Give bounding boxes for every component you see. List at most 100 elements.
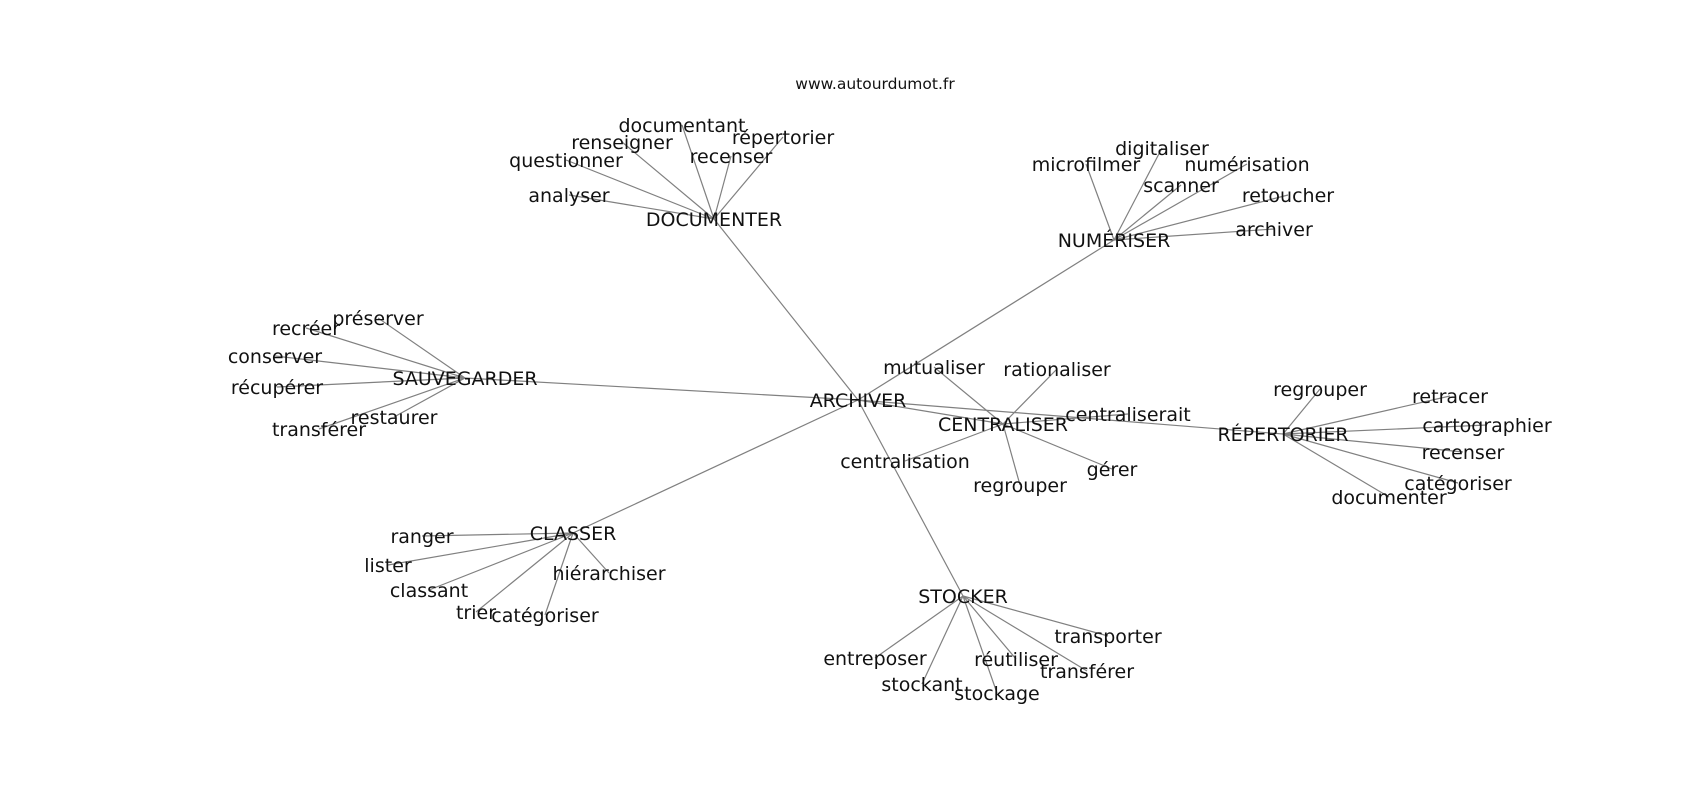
edge-group-to-word xyxy=(1002,368,1058,425)
group-node: DOCUMENTER xyxy=(646,209,782,231)
word-node: restaurer xyxy=(350,407,437,429)
edge-group-to-word xyxy=(318,377,466,430)
word-node: transporter xyxy=(1054,626,1161,648)
word-node: renseigner xyxy=(571,132,673,154)
word-node: stockant xyxy=(881,674,962,696)
edge-group-to-word xyxy=(962,595,1088,672)
word-node: questionner xyxy=(509,150,623,172)
word-node: transférer xyxy=(1040,661,1134,683)
edge-group-to-word xyxy=(962,595,998,694)
edge-group-to-word xyxy=(1282,433,1464,453)
word-node: lister xyxy=(364,555,412,577)
word-node: répertorier xyxy=(732,127,834,149)
word-node: retoucher xyxy=(1242,185,1334,207)
edge-group-to-word xyxy=(568,194,715,220)
word-node: retracer xyxy=(1412,386,1488,408)
edge-group-to-word xyxy=(305,327,466,379)
word-node: centraliserait xyxy=(1065,404,1190,426)
word-node: catégoriser xyxy=(491,605,599,627)
word-node: gérer xyxy=(1087,459,1138,481)
edge-group-to-word xyxy=(921,595,964,685)
center-node: ARCHIVER xyxy=(810,390,907,412)
edge-group-to-word xyxy=(475,532,574,613)
edge-group-to-word xyxy=(1282,424,1488,435)
edge-group-to-word xyxy=(1282,388,1321,435)
group-node: SAUVEGARDER xyxy=(392,368,537,390)
edge-group-to-word xyxy=(1113,163,1248,241)
word-node: mutualiser xyxy=(883,357,985,379)
edge-group-to-word xyxy=(681,124,715,220)
edge-group-to-word xyxy=(713,155,732,220)
word-node: regrouper xyxy=(1273,379,1367,401)
edge-group-to-word xyxy=(962,595,1109,637)
word-node: préserver xyxy=(332,308,423,330)
word-node: recenser xyxy=(690,146,773,168)
edge-group-to-word xyxy=(1113,184,1182,241)
edge-center-to-group xyxy=(572,399,859,534)
edge-group-to-word xyxy=(1282,433,1390,498)
edge-group-to-word xyxy=(428,532,574,591)
edge-group-to-word xyxy=(1002,413,1129,425)
word-node: ranger xyxy=(390,526,453,548)
edge-group-to-word xyxy=(393,377,466,418)
edge-center-to-group xyxy=(857,399,1284,435)
edge-group-to-word xyxy=(713,136,784,220)
word-node: recréer xyxy=(272,318,340,340)
word-node: stockage xyxy=(954,683,1039,705)
edge-center-to-group xyxy=(857,399,1004,425)
edge-group-to-word xyxy=(572,532,610,574)
word-node: entreposer xyxy=(823,648,927,670)
group-node: CLASSER xyxy=(530,523,617,545)
word-node: recenser xyxy=(1422,442,1505,464)
word-node: archiver xyxy=(1235,219,1313,241)
word-node: documentant xyxy=(619,115,746,137)
edge-group-to-word xyxy=(1282,395,1451,435)
edge-group-to-word xyxy=(1282,433,1459,484)
word-node: scanner xyxy=(1143,175,1219,197)
word-node: regrouper xyxy=(973,475,1067,497)
word-node: hiérarchiser xyxy=(552,563,665,585)
word-node: trier xyxy=(456,602,496,624)
group-node: CENTRALISER xyxy=(938,414,1068,436)
word-node: microfilmer xyxy=(1032,154,1141,176)
edge-group-to-word xyxy=(874,595,964,659)
edge-group-to-word xyxy=(421,532,574,537)
edge-center-to-group xyxy=(857,239,1115,401)
edge-group-to-word xyxy=(1085,163,1115,241)
source-url: www.autourdumot.fr xyxy=(795,75,955,93)
word-node: cartographier xyxy=(1422,415,1552,437)
word-node: numérisation xyxy=(1184,154,1309,176)
word-node: centralisation xyxy=(840,451,970,473)
word-node: conserver xyxy=(228,346,322,368)
edge-layer xyxy=(274,124,1488,694)
edge-group-to-word xyxy=(933,366,1004,425)
edge-group-to-word xyxy=(276,377,466,388)
word-node: analyser xyxy=(528,185,609,207)
edge-group-to-word xyxy=(387,532,574,566)
group-node: NUMÉRISER xyxy=(1058,229,1171,252)
word-node: réutiliser xyxy=(974,649,1058,671)
edge-group-to-word xyxy=(377,317,466,379)
word-node: documenter xyxy=(1331,487,1447,509)
edge-group-to-word xyxy=(274,355,466,379)
word-node: catégoriser xyxy=(1404,473,1512,495)
edge-group-to-word xyxy=(621,141,715,220)
word-node: digitaliser xyxy=(1115,138,1209,160)
edge-group-to-word xyxy=(1113,194,1289,241)
word-node: classant xyxy=(390,580,468,602)
edge-group-to-word xyxy=(962,595,1017,660)
edge-group-to-word xyxy=(565,159,715,220)
edge-group-to-word xyxy=(1002,423,1113,470)
edge-group-to-word xyxy=(1002,423,1021,486)
edge-center-to-group xyxy=(464,377,859,401)
group-node: STOCKER xyxy=(918,586,1008,608)
edge-group-to-word xyxy=(904,423,1004,462)
edge-group-to-word xyxy=(544,532,574,616)
edge-group-to-word xyxy=(1113,228,1275,241)
edge-center-to-group xyxy=(713,218,859,401)
word-node: transférer xyxy=(272,419,366,441)
word-node: rationaliser xyxy=(1003,359,1111,381)
group-node: RÉPERTORIER xyxy=(1217,423,1348,446)
